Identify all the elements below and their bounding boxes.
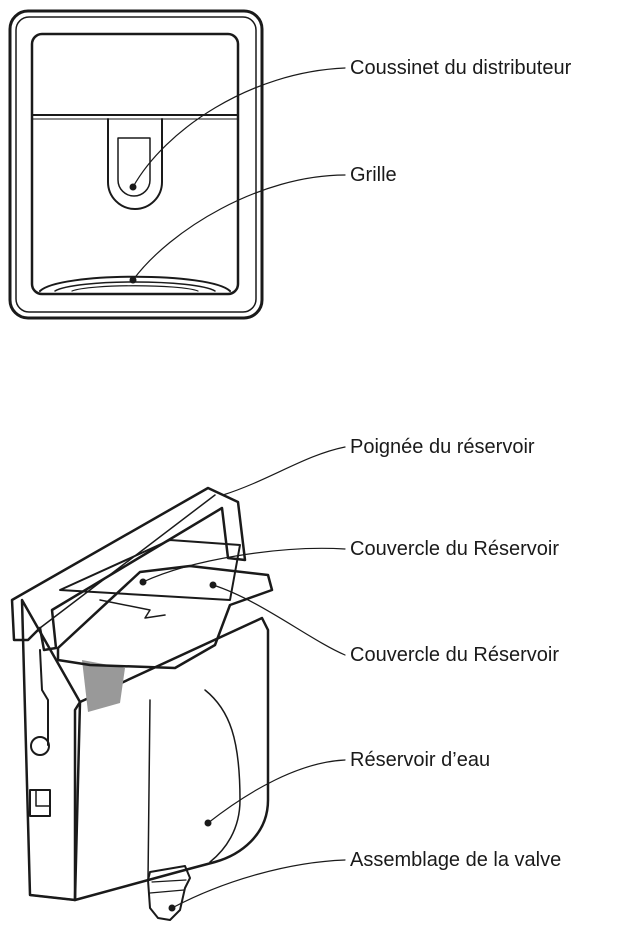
tank-cover-shape xyxy=(56,564,274,670)
label-tank-cover-lower: Couvercle du Réservoir xyxy=(350,644,559,666)
water-tank-illustration xyxy=(10,486,274,921)
label-tank-handle: Poignée du réservoir xyxy=(350,436,535,458)
tank-handle-shape xyxy=(10,486,247,652)
dispenser-pad-shape xyxy=(107,118,163,210)
dispenser-panel-illustration xyxy=(8,9,264,320)
label-grille: Grille xyxy=(350,164,397,186)
label-tank-cover-upper: Couvercle du Réservoir xyxy=(350,538,559,560)
label-dispenser-pad: Coussinet du distributeur xyxy=(350,57,572,79)
leader-lines-bottom xyxy=(142,446,346,909)
label-water-tank: Réservoir d’eau xyxy=(350,749,491,771)
leader-lines-top xyxy=(132,67,346,281)
valve-assembly-shape xyxy=(147,865,191,921)
label-valve-assembly: Assemblage de la valve xyxy=(350,849,562,871)
